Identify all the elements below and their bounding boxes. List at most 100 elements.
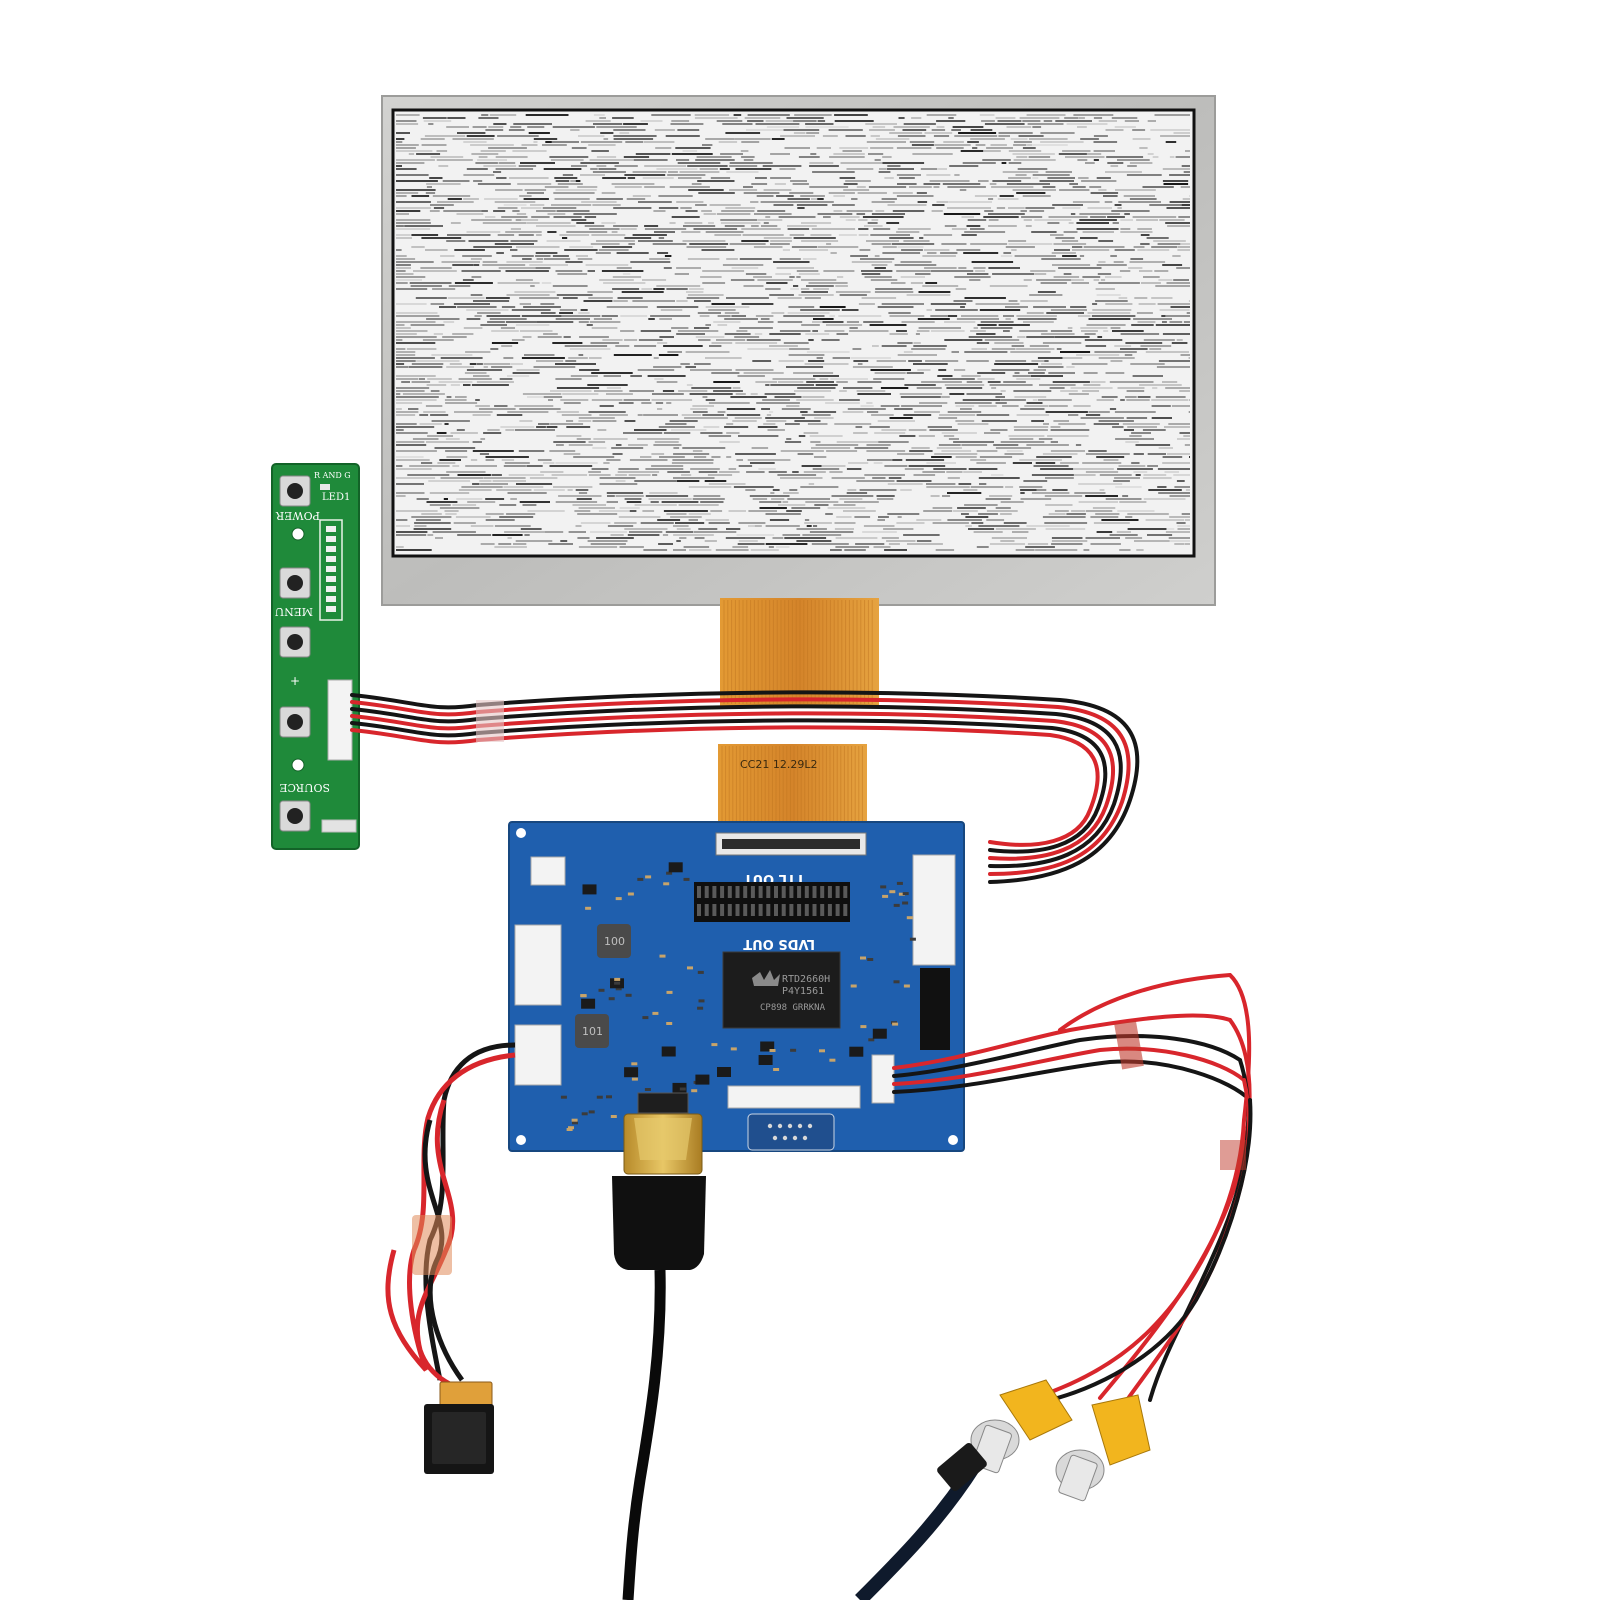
noise-streak	[988, 198, 994, 200]
smd-part	[637, 877, 644, 881]
noise-streak	[976, 462, 1006, 464]
noise-streak	[396, 360, 416, 362]
power-button[interactable]	[279, 475, 311, 507]
noise-streak	[430, 156, 464, 158]
noise-streak	[695, 336, 725, 338]
noise-streak	[988, 219, 999, 221]
noise-streak	[991, 474, 1004, 476]
noise-streak	[742, 234, 784, 236]
noise-streak	[978, 405, 997, 407]
noise-streak	[1041, 333, 1075, 335]
noise-streak	[1005, 486, 1014, 488]
noise-streak	[836, 381, 848, 383]
noise-streak	[1055, 237, 1075, 239]
keypad-connector	[912, 854, 956, 966]
noise-streak	[708, 402, 750, 404]
noise-streak	[814, 417, 834, 419]
smd-part	[773, 1068, 780, 1071]
vga-pin	[772, 1135, 778, 1141]
noise-streak	[506, 294, 550, 296]
plus-button[interactable]	[279, 626, 311, 658]
noise-streak	[697, 312, 721, 314]
noise-streak	[574, 510, 591, 512]
noise-streak	[675, 522, 705, 524]
noise-streak	[687, 258, 720, 260]
noise-streak	[1026, 114, 1066, 116]
noise-streak	[571, 219, 587, 221]
noise-streak	[1066, 123, 1108, 125]
noise-streak	[783, 315, 825, 317]
source-button[interactable]	[279, 800, 311, 832]
noise-streak	[1032, 126, 1042, 128]
noise-streak	[804, 519, 810, 521]
noise-streak	[1117, 510, 1155, 512]
noise-streak	[585, 264, 629, 266]
noise-streak	[1114, 345, 1132, 347]
noise-streak	[787, 225, 817, 227]
noise-streak	[765, 384, 770, 386]
noise-streak	[784, 537, 827, 539]
noise-streak	[508, 474, 544, 476]
noise-streak	[396, 228, 431, 230]
noise-streak	[757, 321, 774, 323]
noise-streak	[452, 465, 460, 467]
noise-streak	[694, 300, 711, 302]
noise-streak	[1019, 330, 1048, 332]
noise-streak	[846, 468, 862, 470]
noise-streak	[453, 522, 476, 524]
av-input-connector	[871, 1054, 895, 1104]
noise-streak	[445, 450, 468, 452]
noise-streak	[1103, 330, 1109, 332]
noise-streak	[1090, 543, 1121, 545]
noise-streak	[519, 330, 553, 332]
noise-streak	[1050, 330, 1073, 332]
menu-button[interactable]	[279, 567, 311, 599]
noise-streak	[476, 363, 483, 365]
noise-streak	[642, 177, 674, 179]
noise-streak	[896, 195, 934, 197]
noise-streak	[510, 363, 523, 365]
noise-streak	[624, 420, 636, 422]
noise-streak	[884, 549, 907, 551]
noise-streak	[1090, 216, 1106, 218]
noise-streak	[1039, 180, 1074, 182]
noise-streak	[862, 216, 904, 218]
noise-streak	[396, 201, 431, 203]
noise-streak	[523, 198, 549, 200]
noise-streak	[396, 213, 409, 215]
noise-streak	[1167, 453, 1190, 455]
minus-button[interactable]	[279, 706, 311, 738]
header-pin	[797, 886, 802, 898]
noise-streak	[445, 438, 460, 440]
noise-streak	[1082, 276, 1101, 278]
noise-streak	[926, 462, 956, 464]
noise-streak	[1045, 411, 1088, 413]
noise-streak	[972, 147, 978, 149]
noise-streak	[978, 477, 1020, 479]
noise-streak	[735, 369, 774, 371]
noise-streak	[924, 267, 957, 269]
noise-streak	[637, 369, 675, 371]
header-pin	[750, 886, 755, 898]
noise-streak	[500, 327, 515, 329]
noise-streak	[1015, 174, 1027, 176]
noise-streak	[973, 531, 1003, 533]
noise-streak	[758, 468, 776, 470]
noise-streak	[765, 216, 771, 218]
noise-streak	[997, 198, 1019, 200]
smd-part	[868, 1038, 875, 1042]
noise-streak	[1050, 426, 1061, 428]
noise-streak	[903, 240, 930, 242]
noise-streak	[908, 465, 946, 467]
noise-streak	[873, 228, 891, 230]
noise-streak	[1132, 375, 1163, 377]
noise-streak	[663, 345, 703, 347]
smd-part	[860, 956, 866, 960]
noise-streak	[789, 489, 798, 491]
noise-streak	[800, 486, 839, 488]
noise-streak	[1181, 513, 1190, 515]
noise-streak	[1019, 117, 1060, 119]
noise-streak	[1105, 129, 1124, 131]
noise-streak	[1179, 390, 1190, 392]
noise-streak	[1045, 171, 1072, 173]
